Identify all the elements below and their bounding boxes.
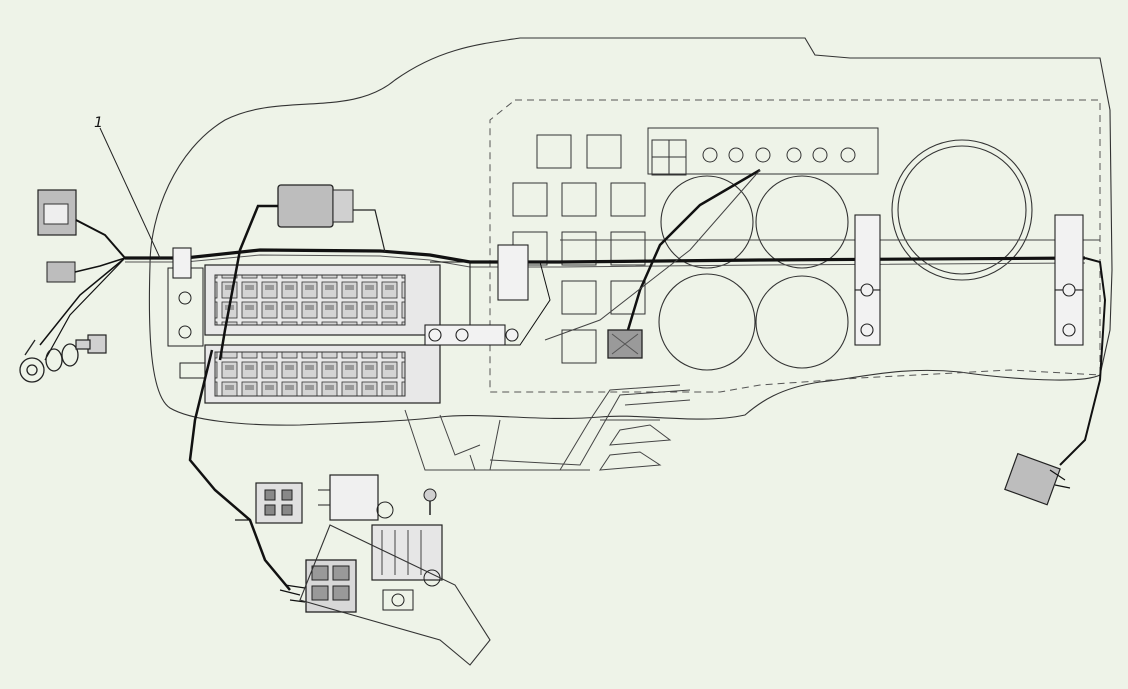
clamp-icon xyxy=(172,214,1084,346)
fuse-box-icon xyxy=(167,264,441,404)
instrument-panel-outline xyxy=(489,99,1101,393)
callout-label: 1 xyxy=(94,115,103,131)
relay-bracket xyxy=(299,524,491,666)
gauge-icon xyxy=(658,139,1033,371)
callout-leader xyxy=(99,127,161,259)
floor-guides xyxy=(404,384,691,471)
switch-panel xyxy=(512,134,646,364)
bolt-icon xyxy=(75,334,107,354)
connector-icon xyxy=(218,184,386,361)
relay-icon xyxy=(255,474,443,613)
left-connector-group xyxy=(37,189,126,361)
dashboard-outline-icon xyxy=(148,37,1113,426)
indicator-lamp-strip xyxy=(647,127,879,176)
right-harness-branch xyxy=(1004,257,1107,506)
switch-lead xyxy=(544,168,761,359)
ring-terminal-icon xyxy=(19,339,79,383)
wire-harness-icon xyxy=(125,239,1100,346)
lower-harness-branch xyxy=(188,349,306,603)
